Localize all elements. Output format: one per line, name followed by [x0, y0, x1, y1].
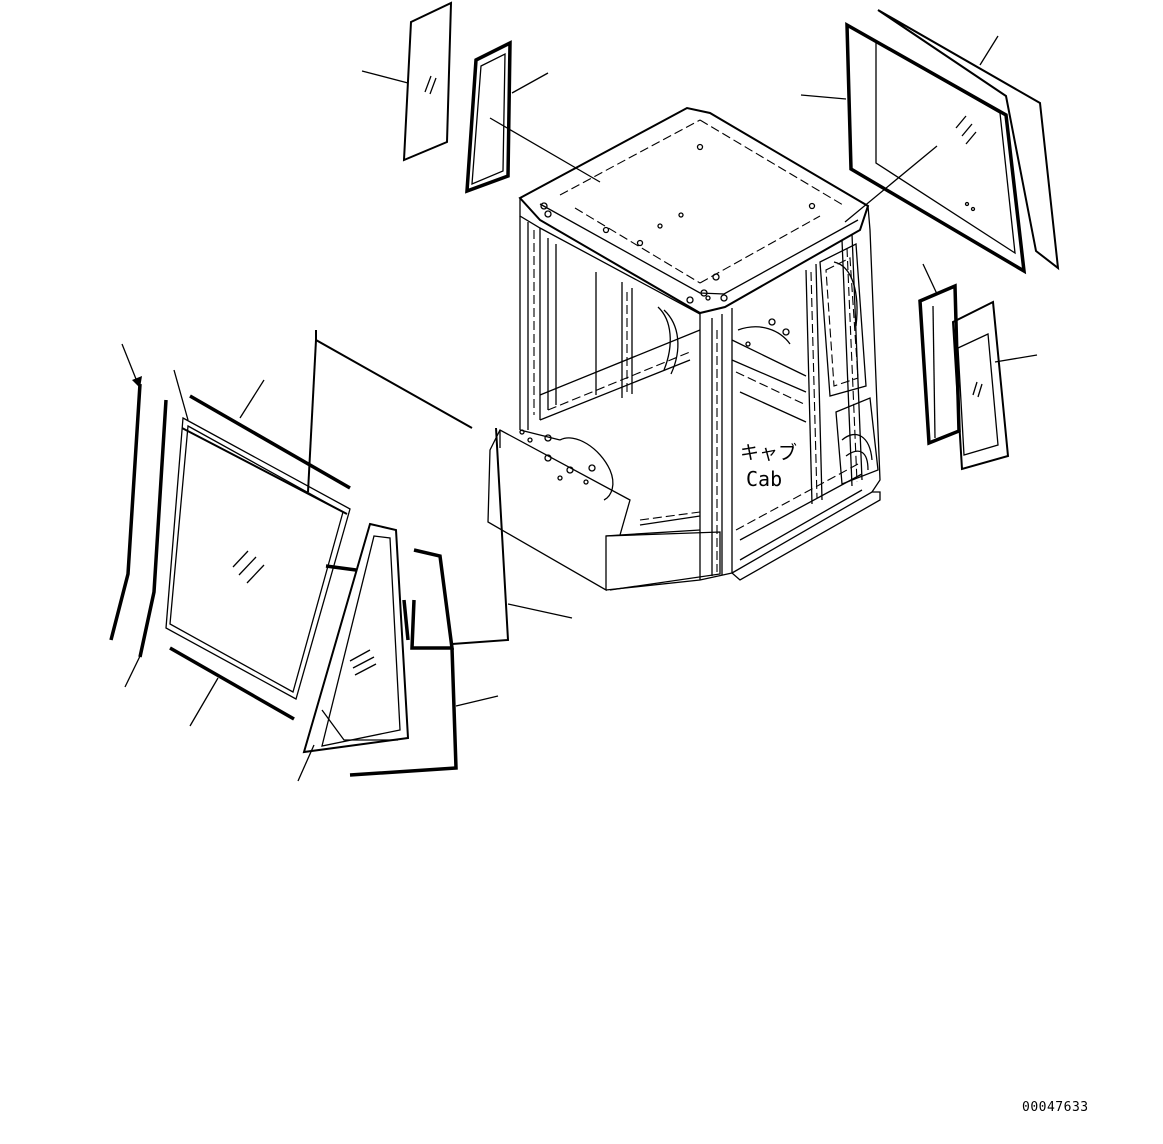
drawing-number: 00047633: [1022, 1100, 1089, 1115]
corner-window-seal-diagonal: [325, 564, 357, 572]
cab-label-en: Cab: [746, 467, 782, 491]
top-left-side-glass: [402, 1, 453, 162]
corner-window-seal-lower: [402, 599, 410, 641]
corner-window-seal-upper: [410, 548, 454, 650]
front-door-glass: [307, 330, 510, 645]
arrow-head: [132, 376, 142, 388]
leader-line: [994, 354, 1038, 363]
front-windshield-glass: [165, 416, 351, 700]
left-vertical-seal-inner: [138, 399, 168, 658]
top-left-window-seal: [465, 40, 512, 194]
leader-line: [124, 651, 143, 688]
left-vertical-seal-outer: [109, 383, 142, 641]
leader-line: [511, 72, 549, 94]
leader-line: [844, 145, 938, 223]
windshield-top-seal: [189, 394, 351, 490]
corner-window-seal-bottom: [349, 647, 458, 777]
leader-line: [455, 695, 499, 707]
windshield-bottom-seal: [169, 646, 295, 721]
leader-line: [239, 379, 265, 419]
leader-line: [489, 117, 601, 183]
right-side-window-seal: [918, 283, 961, 446]
leader-line: [979, 35, 999, 66]
leader-line: [800, 94, 847, 100]
right-side-glass: [951, 300, 1010, 471]
leader-line: [173, 369, 189, 421]
rear-glass-panel: [877, 9, 1060, 271]
leader-line: [361, 70, 409, 84]
leader-line: [189, 677, 219, 727]
cab-frame: [487, 106, 881, 592]
leader-line: [297, 744, 315, 782]
leader-line: [507, 603, 573, 619]
cab-label-jp: キャブ: [740, 441, 797, 464]
rear-window-seal: [845, 21, 1027, 275]
leader-line: [922, 263, 938, 295]
leader-line: [121, 343, 139, 385]
small-corner-glass: [302, 522, 410, 754]
